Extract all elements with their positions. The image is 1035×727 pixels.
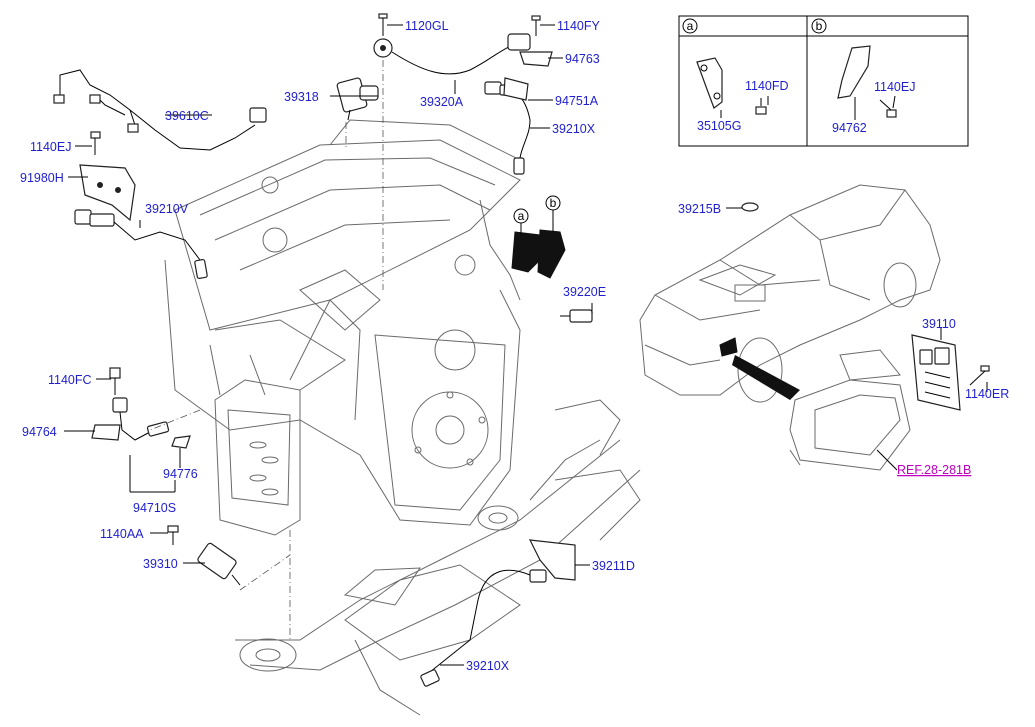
exhaust-pipe-illustration <box>235 399 641 716</box>
part-labels: 1120GL 1140FY 94763 39318 39320A 94751A … <box>20 19 1009 673</box>
callout-a-letter: a <box>518 209 525 223</box>
detail-box-b-letter: b <box>816 19 823 33</box>
label-1140FD: 1140FD <box>745 79 789 93</box>
label-94764: 94764 <box>22 425 57 439</box>
label-39610C: 39610C <box>165 109 209 123</box>
label-1120GL: 1120GL <box>405 19 449 33</box>
crank-sensor-39310 <box>197 542 241 586</box>
sensor-94764-assembly <box>91 367 170 441</box>
bolt-1140FY <box>531 15 541 36</box>
label-1140FC: 1140FC <box>48 373 92 387</box>
bracket-39211D <box>528 539 576 581</box>
callout-b: b <box>545 195 561 232</box>
label-39318: 39318 <box>284 90 319 104</box>
label-1140EJ-left: 1140EJ <box>30 140 71 154</box>
label-91980H: 91980H <box>20 171 64 185</box>
clip-94776 <box>171 435 191 449</box>
label-1140AA: 1140AA <box>100 527 144 541</box>
ect-sensor-39220E <box>560 309 593 323</box>
label-94776: 94776 <box>163 467 198 481</box>
ecu-39110 <box>911 334 961 411</box>
label-39310: 39310 <box>143 557 178 571</box>
label-39210X-top: 39210X <box>552 122 596 136</box>
bracket-94763 <box>519 51 553 67</box>
oxygen-sensor-39210X-bottom <box>420 569 547 687</box>
label-39211D: 39211D <box>592 559 635 573</box>
reference-link[interactable]: REF.28-281B <box>897 463 971 477</box>
bolt-1140AA <box>167 525 179 545</box>
label-39220E: 39220E <box>563 285 606 299</box>
wiring-harness-39610C <box>53 69 267 151</box>
label-39215B: 39215B <box>678 202 721 216</box>
bolt-1140EJ-left <box>90 131 101 155</box>
bolt-1140ER <box>969 365 990 386</box>
engine-assembly-illustration <box>164 119 521 536</box>
knock-sensor-39320A <box>373 33 531 75</box>
oxygen-sensor-39210V <box>74 209 208 280</box>
detail-box: a b <box>678 15 969 147</box>
label-39320A: 39320A <box>420 95 464 109</box>
ecu-bracket-housing <box>789 349 911 471</box>
callout-b-letter: b <box>550 196 557 210</box>
label-39210V: 39210V <box>145 202 189 216</box>
label-1140EJ-box: 1140EJ <box>874 80 915 94</box>
label-94751A: 94751A <box>555 94 599 108</box>
label-39110: 39110 <box>922 317 956 331</box>
heat-protector-91980H <box>79 164 136 222</box>
detail-a-bracket-on-engine <box>511 229 566 279</box>
label-1140FY: 1140FY <box>557 19 601 33</box>
label-94763: 94763 <box>565 52 600 66</box>
bolt-1120GL <box>378 13 388 36</box>
center-lines <box>149 60 384 640</box>
label-94762: 94762 <box>832 121 867 135</box>
cam-sensor-39318 <box>336 77 379 121</box>
leader-lines <box>64 24 988 666</box>
label-35105G: 35105G <box>697 119 741 133</box>
label-39210X-bottom: 39210X <box>466 659 510 673</box>
label-94710S: 94710S <box>133 501 176 515</box>
vehicle-illustration <box>639 184 941 403</box>
bracket-94751A <box>503 77 529 101</box>
label-1140ER: 1140ER <box>965 387 1009 401</box>
callout-a: a <box>513 208 529 235</box>
plug-39215B <box>741 202 759 212</box>
detail-box-a-letter: a <box>687 19 694 33</box>
